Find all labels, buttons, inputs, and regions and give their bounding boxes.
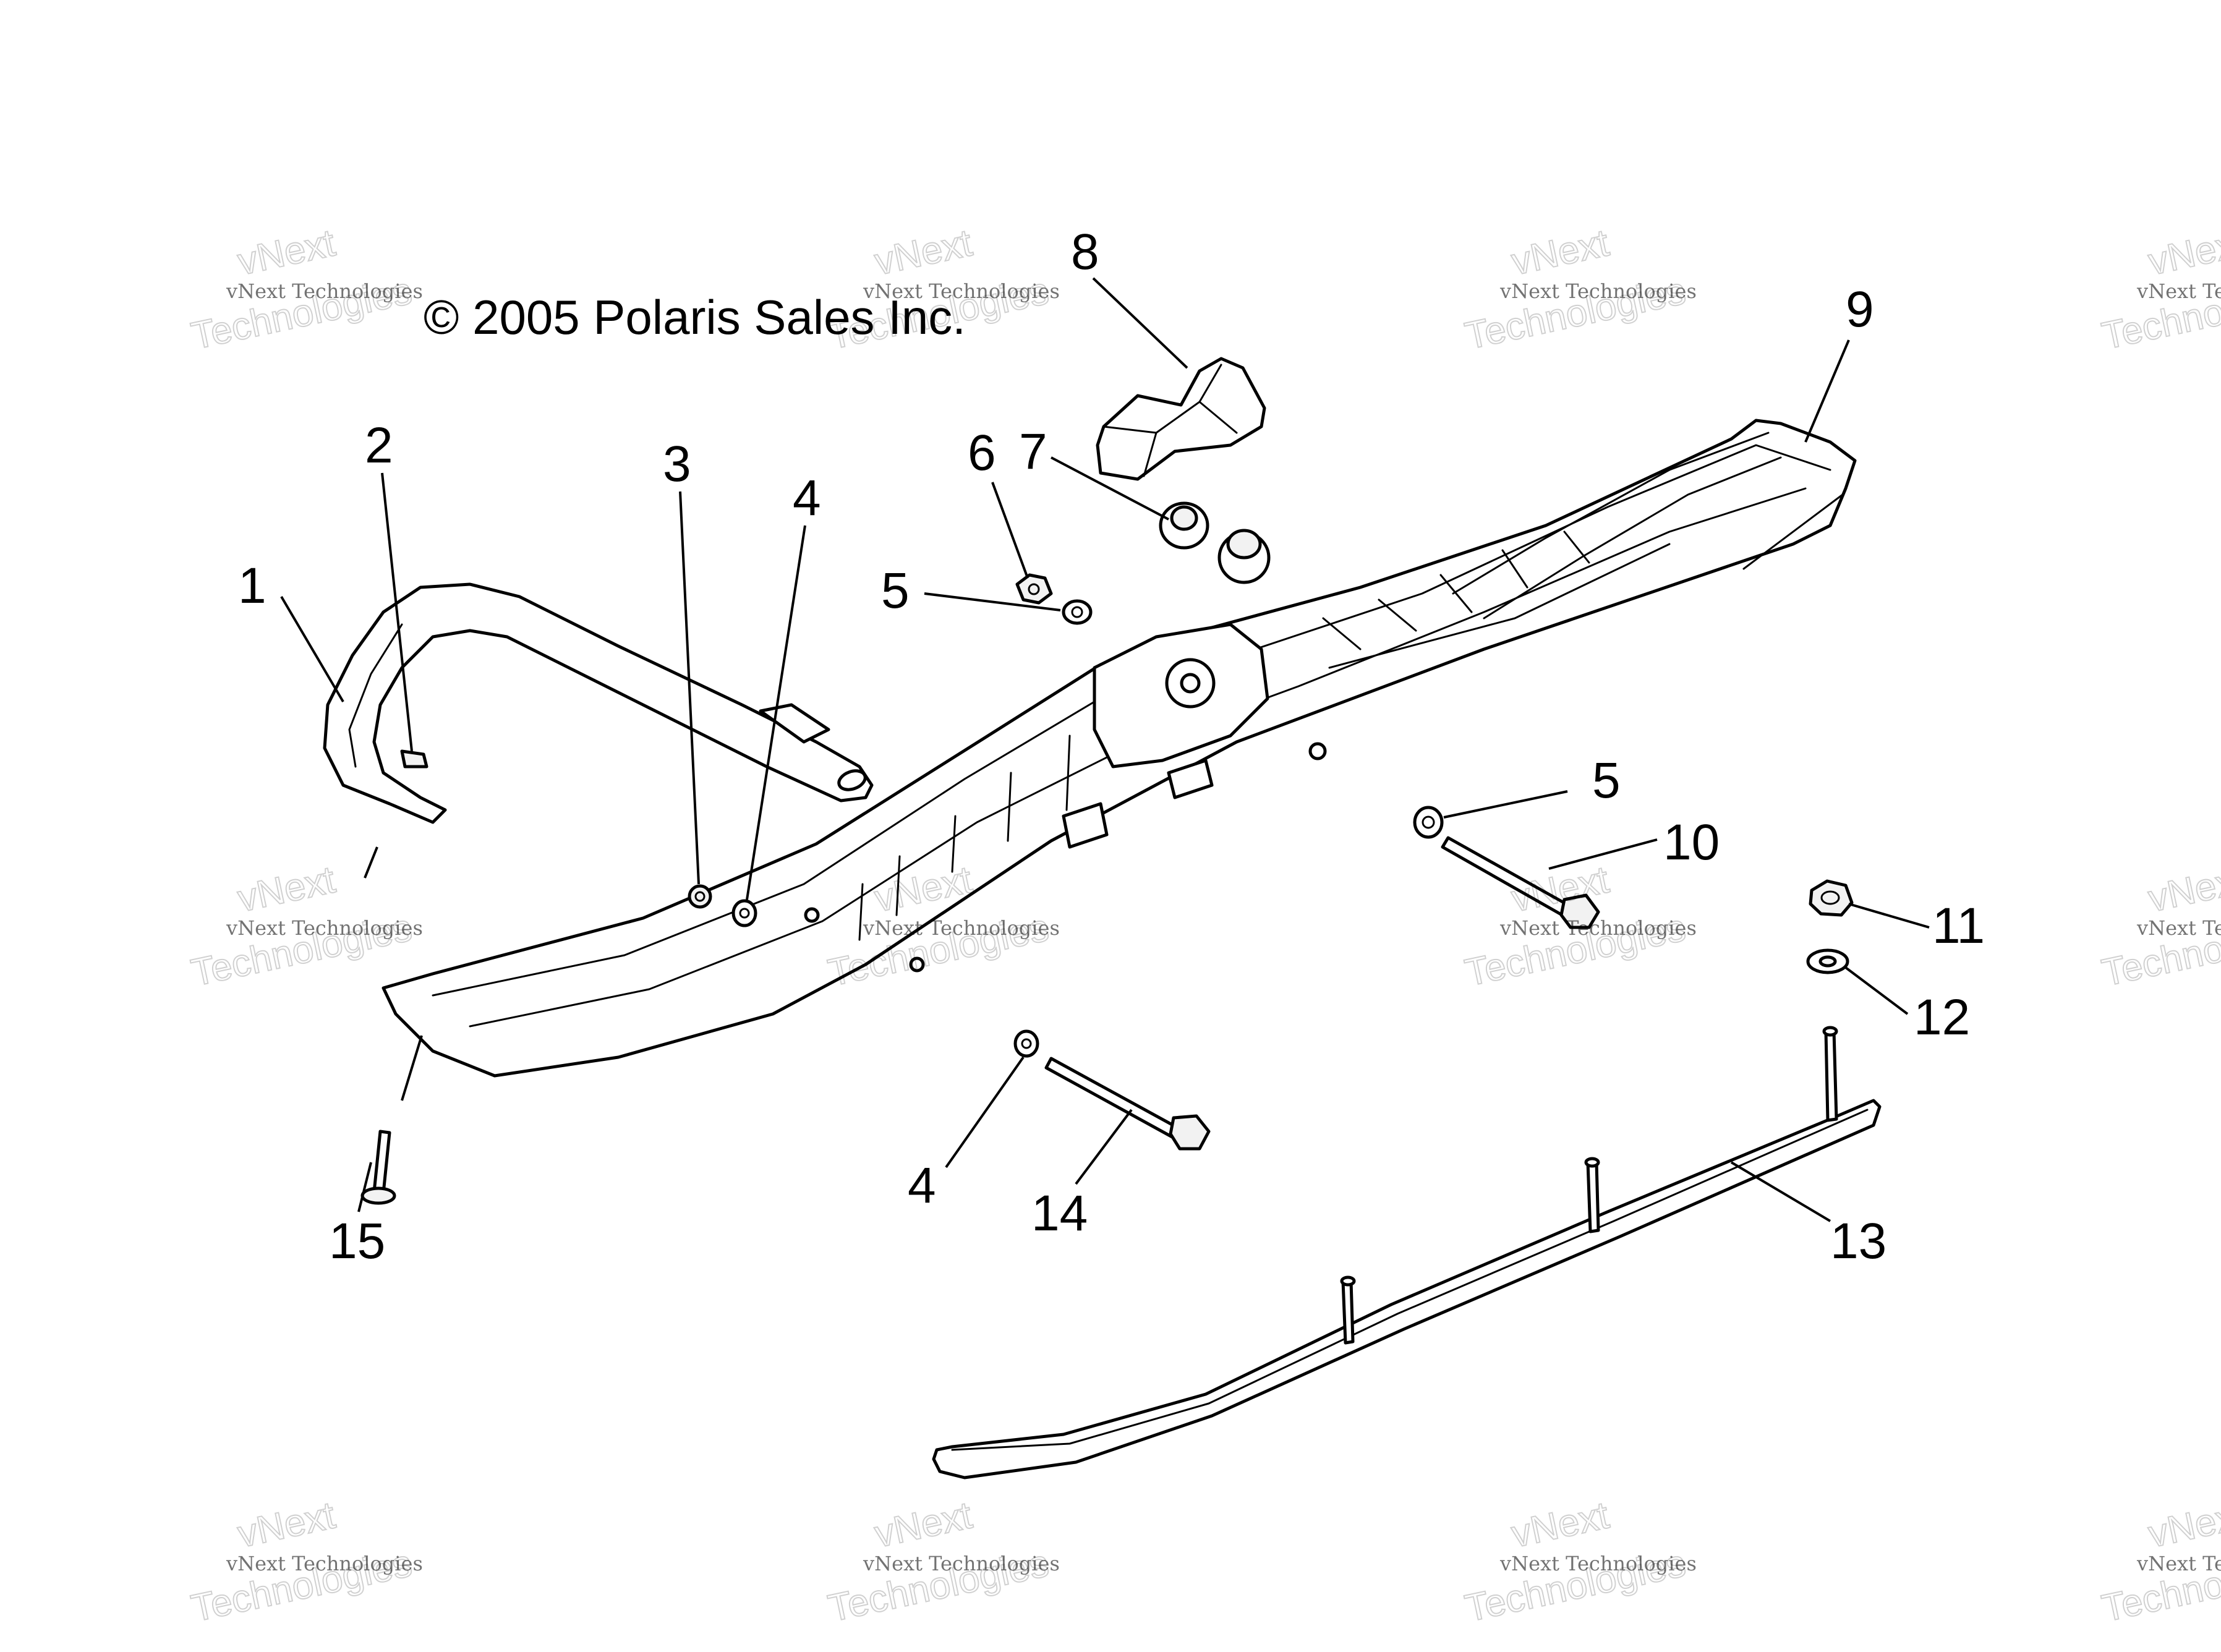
bolt-part-10 [1441,836,1600,929]
callout-10: 10 [1548,814,1720,871]
callout-1: 1 [238,558,344,703]
svg-text:2: 2 [365,417,393,474]
svg-text:9: 9 [1846,281,1874,338]
pin-part-15 [360,1130,396,1205]
svg-text:vNext Technologies: vNext Technologies [226,279,423,303]
svg-text:vNext Technologies: vNext Technologies [863,279,1060,303]
callout-5b: 5 [1443,752,1621,819]
callout-9: 9 [1804,281,1874,443]
svg-text:vNext Technologies: vNext Technologies [2136,279,2221,303]
callout-2: 2 [365,417,413,752]
svg-text:vNext: vNext [1508,1494,1613,1556]
svg-text:5: 5 [881,563,910,619]
svg-text:vNext: vNext [871,221,976,283]
watermark-tile: vNext Technologies vNext Technologies [2098,858,2221,995]
svg-text:5: 5 [1592,752,1621,809]
svg-text:vNext: vNext [234,221,339,283]
rivet-part-2 [400,749,428,769]
svg-text:13: 13 [1830,1213,1886,1269]
svg-text:14: 14 [1031,1185,1088,1241]
watermark-tile: vNext Technologies vNext Technologies [2098,1493,2221,1630]
svg-text:vNext: vNext [234,858,339,920]
bumper-part-8 [1096,357,1266,481]
callout-13: 13 [1730,1161,1886,1269]
leader-pin-15 [401,1035,423,1101]
nut-part-6 [1015,573,1053,605]
callout-12: 12 [1844,966,1970,1045]
svg-text:7: 7 [1019,424,1047,480]
ski-body [382,419,1857,1078]
spacer-part-7 [1159,501,1271,584]
leader-handle-pin [364,846,378,879]
svg-text:12: 12 [1914,989,1970,1045]
callout-6: 6 [968,425,1029,579]
svg-text:vNext: vNext [2145,1494,2221,1556]
watermark-tile: vNext Technologies vNext Technologies [187,221,423,358]
svg-text:10: 10 [1663,814,1720,871]
watermark-tile: vNext Technologies vNext Technologies [187,858,423,995]
callout-14: 14 [1031,1109,1133,1241]
copyright-notice: © 2005 Polaris Sales Inc. [424,290,966,344]
washer-part-4b [1013,1029,1039,1058]
svg-text:6: 6 [968,425,996,481]
svg-text:3: 3 [663,436,691,492]
svg-text:4: 4 [908,1157,936,1214]
locknut-part-11 [1809,879,1854,917]
callout-3: 3 [663,436,700,885]
svg-text:vNext: vNext [234,1494,339,1556]
washer-part-12 [1806,948,1849,974]
svg-text:vNext Technologies: vNext Technologies [226,1552,423,1575]
callout-5a: 5 [881,563,1061,619]
callout-8: 8 [1071,224,1188,369]
carbide-runner-part-13 [932,1026,1882,1480]
svg-text:vNext Technologies: vNext Technologies [863,1552,1060,1575]
watermark-tile: vNext Technologies vNext Technologies [1461,221,1697,358]
callout-7: 7 [1019,424,1169,521]
svg-text:vNext Technologies: vNext Technologies [1499,1552,1697,1575]
svg-text:vNext Technologies: vNext Technologies [1499,916,1697,940]
watermark-tile: vNext Technologies vNext Technologies [824,1493,1060,1630]
svg-text:vNext Technologies: vNext Technologies [2136,916,2221,940]
svg-text:8: 8 [1071,224,1099,280]
svg-text:vNext: vNext [1508,221,1613,283]
washer-part-4a [731,899,757,927]
svg-text:vNext Technologies: vNext Technologies [226,916,423,940]
svg-text:vNext Technologies: vNext Technologies [2136,1552,2221,1575]
svg-text:vNext Technologies: vNext Technologies [1499,279,1697,303]
svg-text:1: 1 [238,558,266,614]
washer-part-5a [1062,599,1093,625]
callout-15: 15 [329,1162,385,1269]
bolt-part-14 [1044,1057,1211,1151]
washer-part-5b [1413,806,1444,839]
watermark-tile: vNext Technologies vNext Technologies [2098,221,2221,358]
watermark-tile: vNext Technologies vNext Technologies [187,1493,423,1630]
ski-loop-handle [323,582,874,824]
callout-4a: 4 [746,470,821,900]
svg-text:vNext Technologies: vNext Technologies [863,916,1060,940]
svg-text:15: 15 [329,1213,385,1269]
svg-text:vNext: vNext [871,1494,976,1556]
nut-part-3 [688,884,712,909]
svg-text:4: 4 [793,470,821,526]
svg-text:vNext: vNext [2145,221,2221,283]
watermark-tile: vNext Technologies vNext Technologies [1461,1493,1697,1630]
svg-text:11: 11 [1932,898,1985,954]
svg-text:vNext: vNext [2145,858,2221,920]
callout-4b: 4 [908,1056,1025,1214]
callout-11: 11 [1848,898,1985,954]
